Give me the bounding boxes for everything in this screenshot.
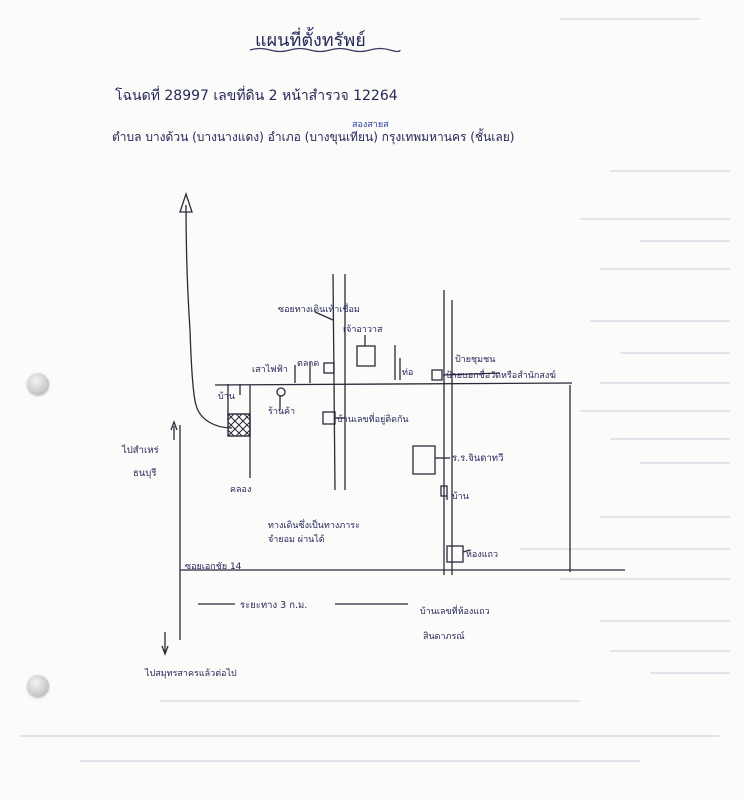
document-title: แผนที่ตั้งทรัพย์ [255,30,366,51]
soi-vertical [332,273,336,491]
location-line: ตำบล บางด้วน (บางนางแดง) อำเภอ (บางขุนเท… [112,130,515,144]
binder-hole-bottom [27,675,49,697]
label-soi-alley: ซอยทางเดินเท้าเชื่อม [278,305,360,315]
label-school: ร.ร.จินดาทวี [452,453,504,464]
label-shop: ร้านค้า [268,407,296,417]
label-pole-right: บ้าน [452,492,469,502]
label-corner-right: ห้องแถว [466,550,499,560]
land-plot-shape [227,413,251,437]
label-market: ตลาด [297,359,320,369]
label-to-north-2: ธนบุรี [133,468,157,479]
north-arrow-icon [179,191,193,213]
label-culvert: ท่อ [402,368,414,378]
label-cremation: เจ้าอาวาส [343,325,383,335]
cremation-hall-shape [356,345,376,367]
label-community-sign: ป้ายชุมชน [455,355,496,365]
school-shape [412,445,436,475]
label-to-north-1: ไปสำเหร่ [122,445,159,456]
label-mosque-note: บ้านเลขที่ห้องแถว [420,607,490,617]
label-temple-notice: ป้ายบอกชื่อวัดหรือสำนักสงฆ์ [446,371,556,381]
north-line [185,204,233,429]
label-electric-pole: เสาไฟฟ้า [252,365,288,375]
label-mosque-note2: สินดาภรณ์ [423,632,465,642]
label-house: บ้าน [218,392,235,402]
label-walkway: ทางเดินซึ่งเป็นทางภาระจำยอม ผ่านได้ [268,521,360,545]
location-annotation: สองสายส [352,120,389,130]
label-road-main: ซอยเอกชัย 14 [185,562,242,572]
label-ladder-drain: บ้านเลขที่อยู่ติดกัน [337,415,409,425]
title-underline [249,47,401,53]
label-khlong: คลอง [230,485,252,495]
deed-line: โฉนดที่ 28997 เลขที่ดิน 2 หน้าสำรวจ 1226… [115,88,398,104]
road-top [214,382,573,386]
label-distance: ระยะทาง 3 ก.ม. [240,600,308,611]
binder-hole-top [27,373,49,395]
label-to-south: ไปสมุทรสาครแล้วต่อไป [145,669,237,679]
